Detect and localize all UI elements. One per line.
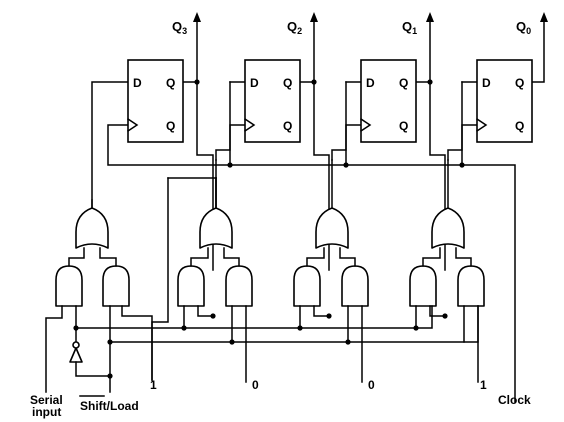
- parallel-input-1: 0: [368, 378, 375, 392]
- q1-label: Q1: [402, 19, 417, 36]
- output-arrows: [193, 12, 548, 22]
- q-feedback-lines: [182, 17, 545, 271]
- q3-label: Q3: [172, 19, 187, 36]
- svg-text:Q: Q: [515, 76, 524, 90]
- clock-line: [107, 124, 516, 403]
- svg-text:Q: Q: [399, 119, 408, 133]
- parallel-input-0: 1: [480, 378, 487, 392]
- and-gates: [55, 265, 485, 307]
- or-gate-3: [75, 199, 109, 249]
- flip-flop-0: D Q Q: [475, 59, 533, 143]
- svg-text:Q: Q: [399, 76, 408, 90]
- q2-label: Q2: [287, 19, 302, 36]
- svg-text:D: D: [482, 76, 491, 90]
- shift-load-label: Shift/Load: [80, 399, 139, 413]
- flip-flop-3: D Q Q: [126, 59, 184, 143]
- d-routing: [215, 81, 463, 161]
- flip-flop-2: D Q Q: [243, 59, 301, 143]
- and-input-wires: [45, 305, 479, 393]
- or-gate-2: [199, 207, 233, 249]
- svg-text:Q: Q: [515, 119, 524, 133]
- flip-flop-1: D Q Q: [359, 59, 417, 143]
- and-or-wires: [68, 247, 472, 267]
- parallel-input-2: 0: [252, 378, 259, 392]
- svg-text:Q: Q: [283, 76, 292, 90]
- svg-text:D: D: [133, 76, 142, 90]
- or-gate-1: [315, 207, 349, 249]
- d-input-wires: [215, 81, 478, 211]
- svg-text:Q: Q: [166, 119, 175, 133]
- svg-text:Q: Q: [283, 119, 292, 133]
- svg-text:D: D: [366, 76, 375, 90]
- serial-input-label-line1: Serial: [30, 393, 63, 407]
- inverter: [69, 329, 113, 393]
- svg-text:D: D: [250, 76, 259, 90]
- clock-label: Clock: [498, 393, 531, 407]
- parallel-input-3: 1: [150, 378, 157, 392]
- q0-label: Q0: [516, 19, 531, 36]
- serial-input-label-line2: input: [32, 405, 61, 419]
- svg-text:Q: Q: [166, 76, 175, 90]
- or-gate-0: [431, 207, 465, 249]
